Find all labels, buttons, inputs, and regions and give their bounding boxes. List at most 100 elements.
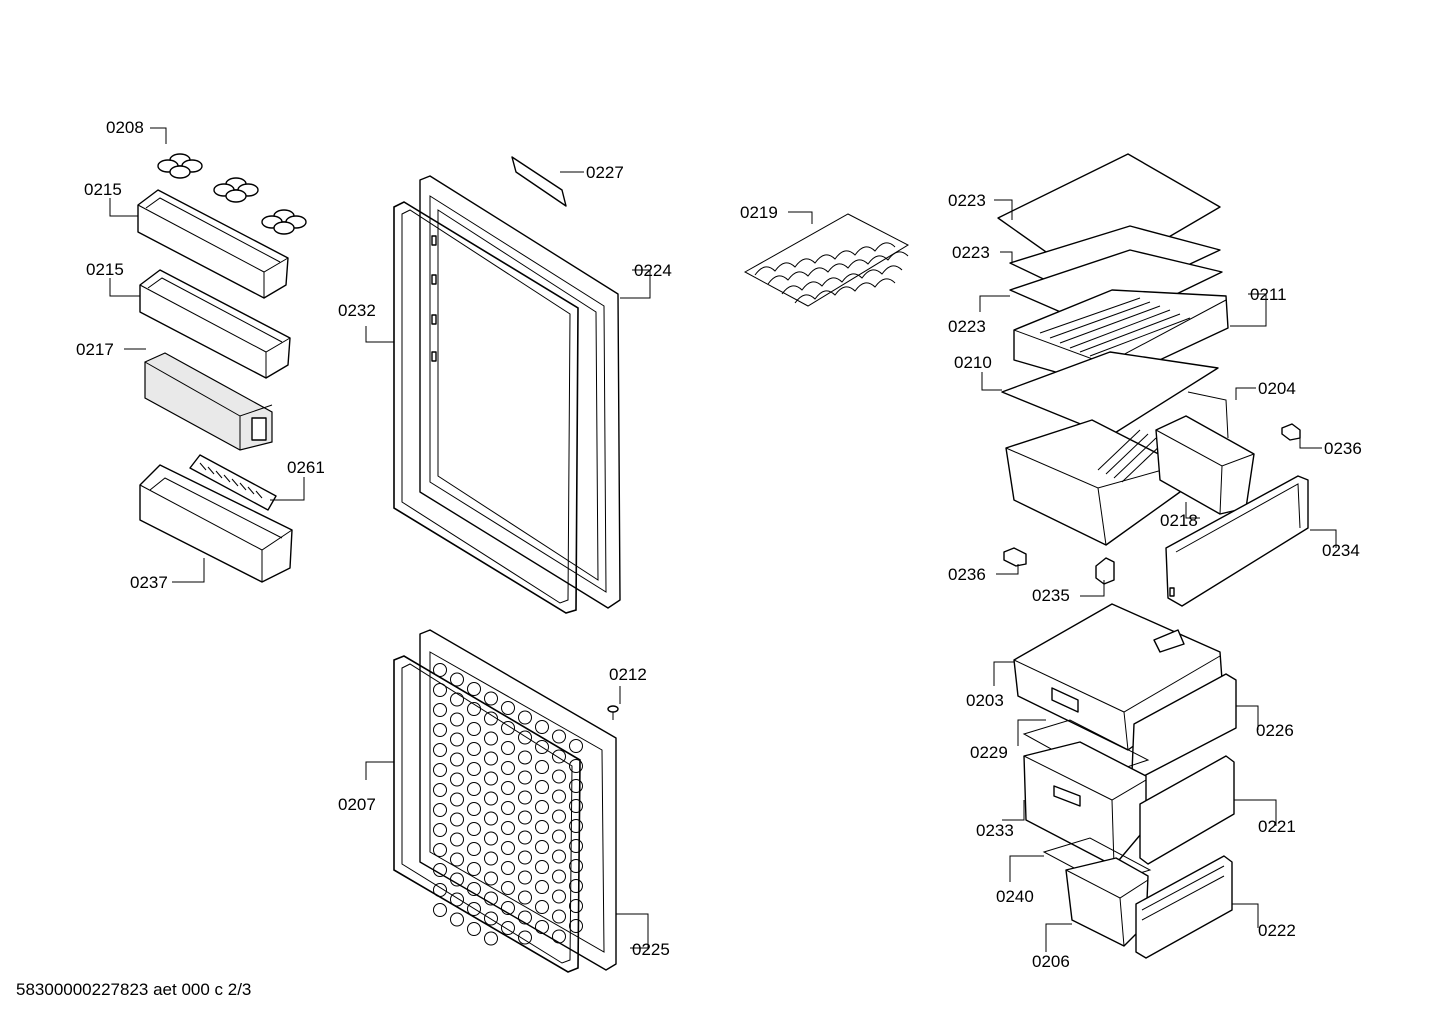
door-dimple (501, 901, 515, 915)
door-dimple (552, 909, 566, 924)
door-dimple (518, 810, 532, 825)
label-0203: 0203 (966, 691, 1004, 710)
door-dimple (552, 889, 566, 904)
door-dimple (484, 751, 498, 766)
door-dimple (518, 790, 532, 805)
door-dimple (552, 749, 566, 764)
door-dimple (501, 861, 515, 875)
label-0217: 0217 (76, 340, 114, 359)
door-dimple (484, 891, 498, 906)
door-dimple (569, 879, 583, 893)
door-dimple (450, 772, 464, 787)
door-dimple (518, 830, 532, 845)
label-0215-middle: 0215 (86, 260, 124, 279)
door-dimple (535, 920, 549, 934)
door-dimple (569, 759, 583, 773)
door-bin-upper-part (137, 189, 289, 299)
door-dimple (467, 802, 481, 816)
door-dimple (450, 892, 464, 907)
door-dimple (467, 922, 481, 936)
label-0219: 0219 (740, 203, 778, 222)
door-dimple (467, 722, 481, 736)
door-dimple (467, 782, 481, 796)
fridge-door-gasket-part (393, 201, 579, 614)
door-dimple (552, 929, 566, 944)
door-dimple (484, 911, 498, 926)
door-dimple (569, 799, 583, 813)
door-dimple (501, 781, 515, 795)
door-dimple (518, 890, 532, 905)
door-dimple (467, 862, 481, 876)
label-0236-lower: 0236 (948, 565, 986, 584)
door-dimple (467, 682, 481, 696)
door-dimple (467, 882, 481, 896)
label-strip-part (511, 156, 567, 207)
door-dimple (450, 672, 464, 687)
door-dimple (552, 869, 566, 884)
door-dimple (433, 703, 447, 717)
door-dimple (518, 870, 532, 885)
door-dimple (450, 912, 464, 927)
bracket-clip-lower-part (1003, 547, 1027, 567)
label-0229: 0229 (970, 743, 1008, 762)
door-dimple (484, 691, 498, 706)
screw-part (607, 705, 619, 720)
label-0234: 0234 (1322, 541, 1360, 560)
label-0225: 0225 (632, 940, 670, 959)
leader-lines (109, 127, 1337, 952)
door-dimple (552, 729, 566, 744)
door-dimple (433, 723, 447, 737)
door-dimple (535, 860, 549, 874)
label-0215-upper: 0215 (84, 180, 122, 199)
door-dimple (433, 863, 447, 877)
door-dimple (518, 710, 532, 725)
door-dimple (569, 839, 583, 853)
door-dimple (501, 761, 515, 775)
fridge-door-liner-part (419, 175, 621, 609)
door-dimple (501, 881, 515, 895)
door-dimple (518, 930, 532, 945)
label-0218: 0218 (1160, 511, 1198, 530)
egg-tray-part (157, 153, 307, 235)
door-dimple (450, 732, 464, 747)
door-dimple (433, 783, 447, 797)
door-dimple (433, 683, 447, 697)
door-dimple (433, 823, 447, 837)
door-dimple (450, 712, 464, 727)
label-0261: 0261 (287, 458, 325, 477)
door-dimple (467, 742, 481, 756)
door-dimple (467, 702, 481, 716)
door-dimple (450, 832, 464, 847)
crisper-glass-part (1001, 351, 1219, 437)
label-0223-top: 0223 (948, 191, 986, 210)
door-dimple (552, 809, 566, 824)
door-dimple (484, 871, 498, 886)
label-0237: 0237 (130, 573, 168, 592)
label-0211: 0211 (1250, 285, 1287, 304)
door-dimple (433, 743, 447, 757)
door-dimple (501, 921, 515, 935)
door-dimple (484, 771, 498, 786)
door-dimple (535, 880, 549, 894)
label-0222: 0222 (1258, 921, 1296, 940)
label-0226: 0226 (1256, 721, 1294, 740)
door-dimple (518, 750, 532, 765)
door-dimple (569, 779, 583, 793)
freezer-door-liner-part (419, 629, 617, 971)
door-bin-middle-part (139, 269, 291, 379)
drawer-front-panel-part (1165, 475, 1309, 607)
part-number-labels: 0208 0215 0215 0217 0261 0237 0227 0224 … (76, 118, 1362, 971)
door-dimple (569, 899, 583, 913)
bracket-clip-upper-part (1281, 423, 1301, 441)
door-dimple (552, 769, 566, 784)
door-dimple (501, 701, 515, 715)
label-0223-mid: 0223 (952, 243, 990, 262)
label-0235: 0235 (1032, 586, 1070, 605)
label-0223-lower: 0223 (948, 317, 986, 336)
door-dimple (484, 931, 498, 946)
door-dimple (569, 739, 583, 753)
door-dimple (450, 792, 464, 807)
label-0233: 0233 (976, 821, 1014, 840)
door-dimple (552, 849, 566, 864)
